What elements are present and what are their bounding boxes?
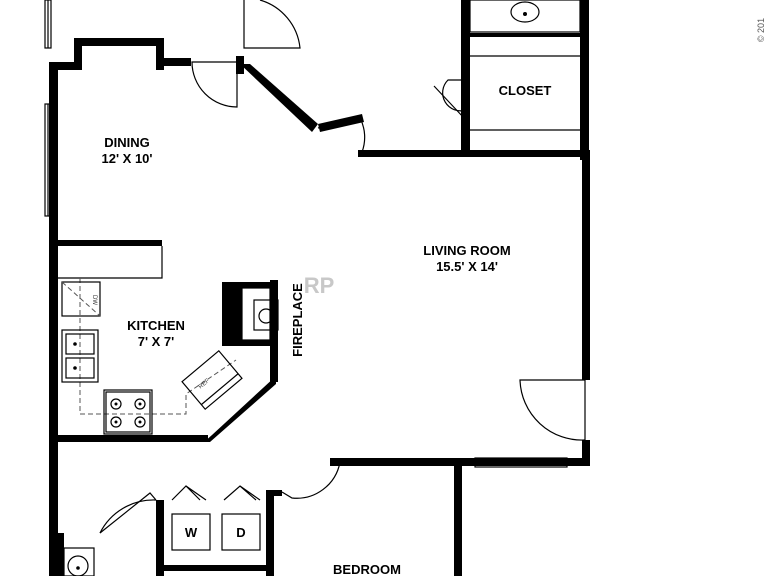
living-room-label: LIVING ROOM xyxy=(423,243,510,258)
kitchen-size: 7' X 7' xyxy=(138,334,175,349)
kitchen-counters xyxy=(58,246,237,415)
dishwasher-label: DW xyxy=(91,295,97,305)
walls xyxy=(49,0,590,576)
labels: DINING 12' X 10' CLOSET LIVING ROOM 15.5… xyxy=(91,18,766,576)
stove xyxy=(103,389,153,435)
dryer-label: D xyxy=(236,525,245,540)
fireplace-label: FIREPLACE xyxy=(290,283,305,357)
refrigerator-label: REF xyxy=(198,378,211,391)
bedroom-label: BEDROOM xyxy=(333,562,401,576)
lower-sink xyxy=(63,547,95,576)
laundry xyxy=(171,485,261,551)
fireplace xyxy=(241,287,279,341)
dining-label: DINING xyxy=(104,135,150,150)
closet-shelves xyxy=(470,55,580,131)
watermark-logo: RP xyxy=(304,273,335,298)
copyright-text: © 201 xyxy=(756,18,766,42)
windows xyxy=(44,0,568,468)
closet-label: CLOSET xyxy=(499,83,552,98)
washer-label: W xyxy=(185,525,198,540)
doors xyxy=(99,0,586,534)
refrigerator xyxy=(181,349,243,411)
dining-size: 12' X 10' xyxy=(102,151,153,166)
upper-sink xyxy=(469,0,581,33)
kitchen-label: KITCHEN xyxy=(127,318,185,333)
living-room-size: 15.5' X 14' xyxy=(436,259,498,274)
